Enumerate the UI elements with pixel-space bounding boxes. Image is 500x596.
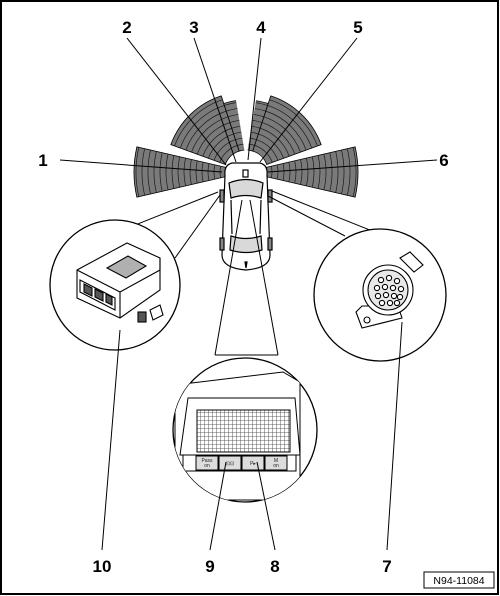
callout-3: 3 [189, 18, 198, 37]
reference-box [423, 571, 495, 589]
car-top-view [219, 162, 273, 271]
callout-10: 10 [93, 557, 112, 576]
sensor-fields [133, 95, 359, 198]
reference-code: N94-11084 [433, 575, 484, 587]
console-button-3: P▸ [250, 461, 256, 467]
sensor-field-clear-zone [235, 97, 257, 160]
sensor-field-right [265, 146, 359, 198]
sensor-field-front-left [170, 95, 240, 165]
sensor-field-left [133, 146, 227, 198]
console-button-1-line2: on [204, 463, 210, 469]
callout-7: 7 [382, 557, 391, 576]
console-button-4-line1: M [274, 458, 278, 464]
callout-4: 4 [256, 18, 266, 37]
console-button-1-line1: Pass [201, 458, 213, 464]
console-button-4-line2: on [273, 463, 279, 469]
sensor-field-front-right [252, 95, 322, 165]
callout-6: 6 [439, 151, 448, 170]
callout-1: 1 [38, 151, 47, 170]
control-unit-detail [49, 191, 221, 351]
sensor-detail [267, 190, 447, 362]
callout-2: 2 [122, 18, 131, 37]
callout-leaders-bottom [101, 321, 403, 551]
callout-5: 5 [353, 18, 362, 37]
console-button-2: ⊡⊡ [226, 461, 234, 467]
callout-8: 8 [270, 557, 279, 576]
callout-leaders-top [59, 37, 438, 173]
callout-9: 9 [205, 557, 214, 576]
